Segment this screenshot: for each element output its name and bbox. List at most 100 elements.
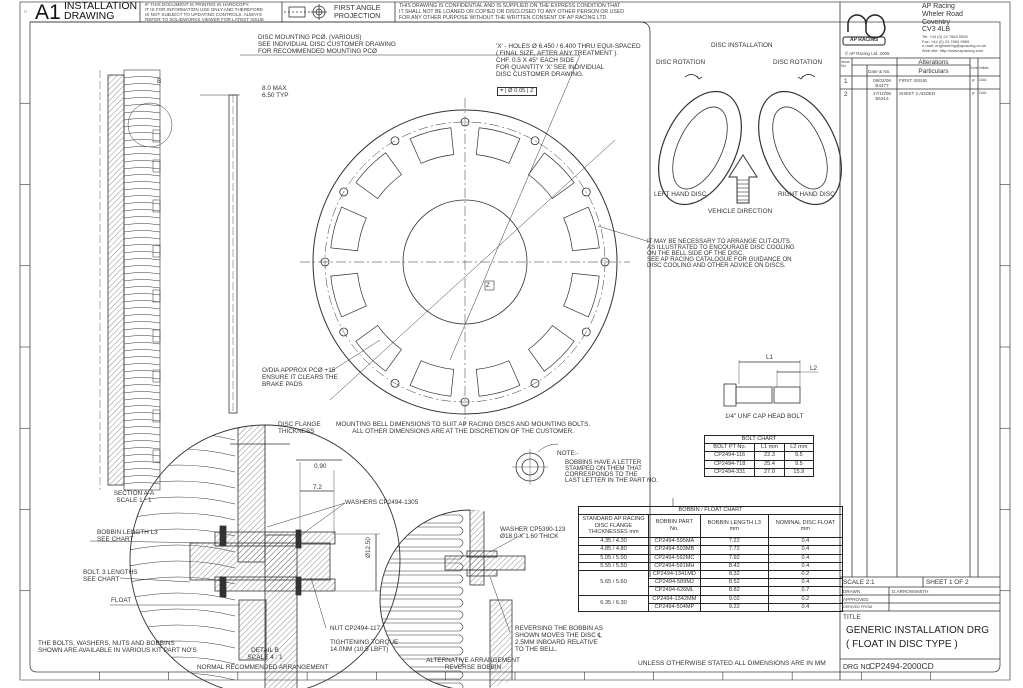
bolt-l1-label: L1: [766, 354, 774, 361]
mounting-hole: [530, 136, 540, 146]
note-label: NOTE:-: [557, 450, 579, 457]
dim-12-50: Ø12.50: [365, 537, 372, 558]
cooling-vane: [123, 482, 161, 485]
disc-vane: [130, 448, 236, 457]
disc-float: 0.4: [767, 602, 844, 613]
cooling-vane: [123, 300, 161, 303]
cooling-vane: [123, 307, 161, 310]
mounting-hole: [460, 117, 470, 127]
cooling-vane: [123, 167, 161, 170]
cooling-vane: [123, 370, 161, 373]
cooling-vane: [123, 230, 161, 233]
bobbin-part: CP2494-591MH: [648, 561, 701, 572]
issue-no: 1: [844, 78, 848, 85]
bolt-section: [152, 329, 161, 343]
mounting-hole: [581, 187, 591, 197]
cooling-vane: [123, 188, 161, 191]
flange-thickness: 6.35 / 6.30: [578, 594, 649, 613]
bolt-l1: 22.3: [754, 451, 785, 461]
flange-thickness-label: DISC FLANGE THICKNESS: [278, 421, 321, 435]
cooling-vane: [123, 223, 161, 226]
issue-particulars: FIRST ISSUE: [899, 78, 928, 83]
bobbin-length: 9.02: [699, 594, 769, 604]
bolt-l1: 27.0: [754, 467, 785, 478]
cooling-cutout: [563, 272, 600, 318]
detail-b-view: [89, 424, 401, 688]
company-contact: Tel: +44 (0) 24 7663 9595 Fax: +44 (0) 2…: [922, 34, 987, 53]
flange-thickness: 5.05 / 5.00: [578, 553, 649, 563]
cooling-cutout: [330, 272, 367, 318]
rotation-left-label: DISC ROTATION: [656, 59, 706, 66]
left-disc-label: LEFT HAND DISC: [654, 191, 707, 198]
disc-installation-illustration: [658, 74, 842, 206]
disc-vane: [380, 670, 464, 680]
cooling-vane: [123, 419, 161, 422]
vehicle-direction-label: VEHICLE DIRECTION: [708, 208, 773, 215]
cooling-vane: [123, 97, 161, 100]
mounting-hole: [320, 257, 330, 267]
cooling-vane: [123, 139, 161, 142]
hardcopy-notice: IF THIS DOCUMENT IS PRINTED IN HARDCOPY,…: [145, 2, 265, 22]
bolt-l2: 15.9: [783, 467, 815, 478]
sheet-value: SHEET 1 OF 2: [926, 579, 969, 586]
disc-vane: [130, 672, 236, 681]
cooling-cutout: [355, 152, 403, 200]
cooling-vane: [123, 125, 161, 128]
company-name: AP Racing: [922, 3, 955, 10]
dim-0-90: 0.90: [314, 463, 327, 470]
disc-vane: [380, 574, 464, 584]
issue-zone: #: [972, 78, 975, 83]
copyright: © AP Racing Ltd. 2005: [845, 51, 890, 56]
flange-thickness: 4.85 / 4.80: [578, 545, 649, 555]
cooling-vane: [123, 132, 161, 135]
cooling-vane: [123, 251, 161, 254]
bobbin-letter-symbol: [512, 443, 559, 485]
cooling-vane: [123, 83, 161, 86]
bolt-part: CP2494-718: [703, 459, 756, 469]
bobbin-col-header: BOBBIN PART No.: [648, 514, 701, 539]
bolt-section: [152, 409, 161, 423]
cooling-vane: [123, 286, 161, 289]
cooling-vane: [123, 293, 161, 296]
cooling-vane: [123, 265, 161, 268]
mounting-hole: [339, 327, 349, 337]
normal-arrangement-label: NORMAL RECOMMENDED ARRANGEMENT: [197, 664, 329, 671]
disc-vane: [380, 526, 464, 536]
note-mounting-bell: MOUNTING BELL DIMENSIONS TO SUIT AP RACI…: [336, 421, 591, 435]
alternative-arrangement-view: [379, 509, 526, 688]
disc-vane: [130, 592, 236, 601]
bolt-lengths-label: BOLT. 3 LENGTHS SEE CHART: [83, 569, 138, 583]
bobbin-part: CP2494-589MJ: [648, 578, 701, 588]
issue-date: 08/02/06 B4477: [873, 78, 891, 88]
cooling-vane: [123, 440, 161, 443]
section-aa-view: [99, 69, 173, 491]
drawn-label: DRAWN: [843, 589, 861, 594]
disc-float: 0.4: [767, 578, 844, 588]
tolerance-frame: ⌖ | Ø 0.05 | Z: [497, 87, 537, 96]
ap-racing-logo: [842, 14, 886, 46]
col-particulars: Particulars: [918, 68, 949, 75]
disc-vane: [380, 658, 464, 668]
mounting-hole: [390, 136, 400, 146]
note-cutouts: IT MAY BE NECESSARY TO ARRANGE CUT-OUTS …: [647, 238, 795, 269]
cooling-vane: [123, 111, 161, 114]
disc-vane: [130, 624, 236, 633]
cooling-vane: [123, 279, 161, 282]
cooling-vane: [123, 195, 161, 198]
cooling-vane: [123, 314, 161, 317]
bobbin-part: CP2494-593MB: [648, 545, 701, 555]
cooling-vane: [123, 384, 161, 387]
zone-ticks: [20, 102, 1010, 680]
cooling-vane: [123, 349, 161, 352]
scale-value: SCALE 2:1: [843, 579, 875, 586]
title-block-frame: [840, 577, 1000, 660]
detail-b-label: DETAIL B SCALE 4 : 1: [247, 647, 283, 661]
disc-vane: [380, 586, 464, 596]
